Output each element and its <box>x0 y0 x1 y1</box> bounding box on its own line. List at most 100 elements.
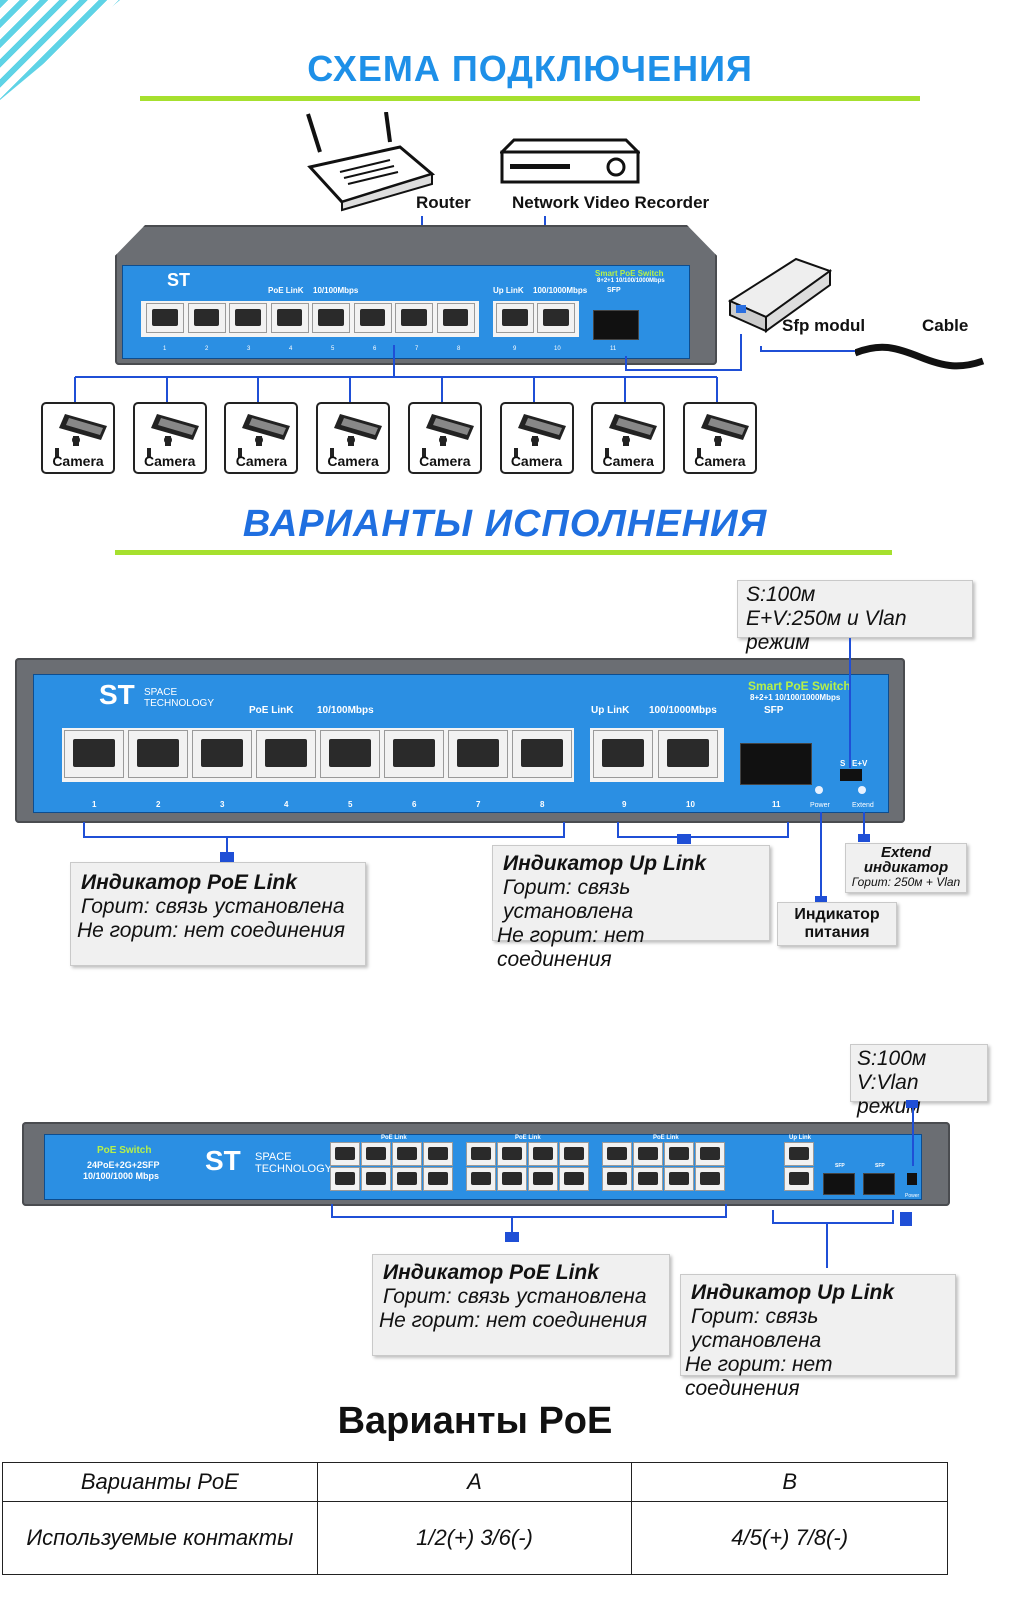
ethernet-port[interactable] <box>423 1167 453 1191</box>
ethernet-port[interactable] <box>392 1142 422 1166</box>
ethernet-port[interactable] <box>466 1167 496 1191</box>
ethernet-port[interactable] <box>528 1142 558 1166</box>
ethernet-port[interactable] <box>658 730 718 778</box>
section-title-variants: ВАРИАНТЫ ИСПОЛНЕНИЯ <box>242 503 768 545</box>
ethernet-port[interactable] <box>784 1167 814 1191</box>
ethernet-port[interactable] <box>784 1142 814 1166</box>
ethernet-port[interactable] <box>633 1167 663 1191</box>
ethernet-port[interactable] <box>229 303 267 333</box>
sfp-slot-2 <box>863 1173 895 1195</box>
up-callout-off: Не горит: нет соединения <box>685 1353 833 1400</box>
ethernet-port[interactable] <box>146 303 184 333</box>
ethernet-port[interactable] <box>423 1142 453 1166</box>
sfp-text: SFP <box>764 705 784 716</box>
ethernet-port[interactable] <box>361 1142 391 1166</box>
ethernet-port[interactable] <box>395 303 433 333</box>
poe-variants-title: Варианты PoE <box>337 1400 613 1442</box>
ethernet-port[interactable] <box>320 730 380 778</box>
ethernet-port[interactable] <box>593 730 653 778</box>
port-number: 11 <box>772 800 781 809</box>
ethernet-port[interactable] <box>512 730 572 778</box>
ethernet-port[interactable] <box>695 1142 725 1166</box>
ethernet-port[interactable] <box>192 730 252 778</box>
ethernet-port[interactable] <box>128 730 188 778</box>
poe-callout-off: Не горит: нет соединения <box>379 1309 647 1332</box>
port-number: 9 <box>622 800 627 809</box>
ethernet-port[interactable] <box>664 1142 694 1166</box>
upspeed-text: 100/1000Mbps <box>533 286 588 295</box>
ethernet-port[interactable] <box>537 303 575 333</box>
camera-label: Camera <box>327 453 379 469</box>
port-number: 5 <box>331 346 335 352</box>
poe-callout-on: Горит: связь установлена <box>81 895 345 918</box>
mode-switch[interactable] <box>840 769 862 781</box>
model-text: 8+2+1 10/100/1000Mbps <box>597 278 665 284</box>
speed-text: 10/100/1000 Mbps <box>83 1171 160 1181</box>
ethernet-port[interactable] <box>695 1167 725 1191</box>
ethernet-port[interactable] <box>664 1167 694 1191</box>
port-number: 5 <box>348 800 353 809</box>
ethernet-port[interactable] <box>528 1167 558 1191</box>
ethernet-port[interactable] <box>384 730 444 778</box>
poe-indicator-callout-2: Индикатор PoE Link Горит: связь установл… <box>372 1254 670 1356</box>
ethernet-port[interactable] <box>496 303 534 333</box>
mode-connector <box>849 638 851 768</box>
camera-label: Camera <box>510 453 563 469</box>
ethernet-port[interactable] <box>633 1142 663 1166</box>
ethernet-port[interactable] <box>392 1167 422 1191</box>
ethernet-port[interactable] <box>353 303 392 333</box>
mode-line-2: V:Vlan режим <box>857 1071 921 1118</box>
poe-link-text: PoE LinK <box>249 705 294 716</box>
mode-connector-2 <box>912 1102 914 1166</box>
up-callout-on: Горит: связь установлена <box>691 1305 822 1352</box>
nvr-icon <box>500 138 640 184</box>
brand-logo: ST <box>205 1145 241 1176</box>
corner-stripes <box>0 0 120 100</box>
ethernet-port[interactable] <box>312 303 350 333</box>
ethernet-port[interactable] <box>559 1142 589 1166</box>
sfp-text: SFP <box>607 287 621 294</box>
camera-drop <box>440 377 443 403</box>
port-number: 10 <box>686 800 695 809</box>
switch-ev-label: E+V <box>852 759 868 768</box>
ext-callout-l1: Extend <box>880 844 931 861</box>
camera-box: Camera <box>591 402 666 474</box>
sfp-connector <box>740 334 742 370</box>
up-bracket <box>617 822 789 838</box>
mode-switch[interactable] <box>907 1173 917 1185</box>
ethernet-port[interactable] <box>559 1167 589 1191</box>
camera-label: Camera <box>235 453 288 469</box>
ethernet-port[interactable] <box>497 1142 527 1166</box>
uplink-text: Up LinK <box>591 705 630 716</box>
extend-label: Extend <box>852 802 874 809</box>
camera-drop <box>165 377 168 403</box>
cable-connector <box>760 346 762 351</box>
ethernet-port[interactable] <box>330 1167 360 1191</box>
ethernet-port[interactable] <box>497 1167 527 1191</box>
ethernet-port[interactable] <box>187 303 226 333</box>
port-number: 2 <box>156 800 161 809</box>
ethernet-port[interactable] <box>270 303 309 333</box>
ext-callout-l2: индикатор <box>863 859 949 876</box>
camera-icon <box>55 414 107 458</box>
uplink-text: Up LinK <box>493 286 524 295</box>
model-text: 8+2+1 10/100/1000Mbps <box>750 693 841 702</box>
ethernet-port[interactable] <box>466 1142 496 1166</box>
ethernet-port[interactable] <box>602 1167 632 1191</box>
sfp-modul-label: Sfp modul <box>782 316 866 335</box>
ethernet-port[interactable] <box>436 303 475 333</box>
poe-bracket <box>83 822 565 838</box>
sfp-connector-h <box>625 369 742 371</box>
router-icon <box>306 112 436 212</box>
cable-connector-h <box>760 350 855 352</box>
poe-callout-title: Индикатор PoE Link <box>383 1261 599 1284</box>
poe-bracket-stem <box>226 836 228 854</box>
ethernet-port[interactable] <box>330 1142 360 1166</box>
ethernet-port[interactable] <box>256 730 316 778</box>
ethernet-port[interactable] <box>448 730 508 778</box>
ethernet-port[interactable] <box>361 1167 391 1191</box>
poe-link-text-3: PoE Link <box>653 1135 679 1141</box>
ethernet-port[interactable] <box>602 1142 632 1166</box>
ethernet-port[interactable] <box>64 730 124 778</box>
